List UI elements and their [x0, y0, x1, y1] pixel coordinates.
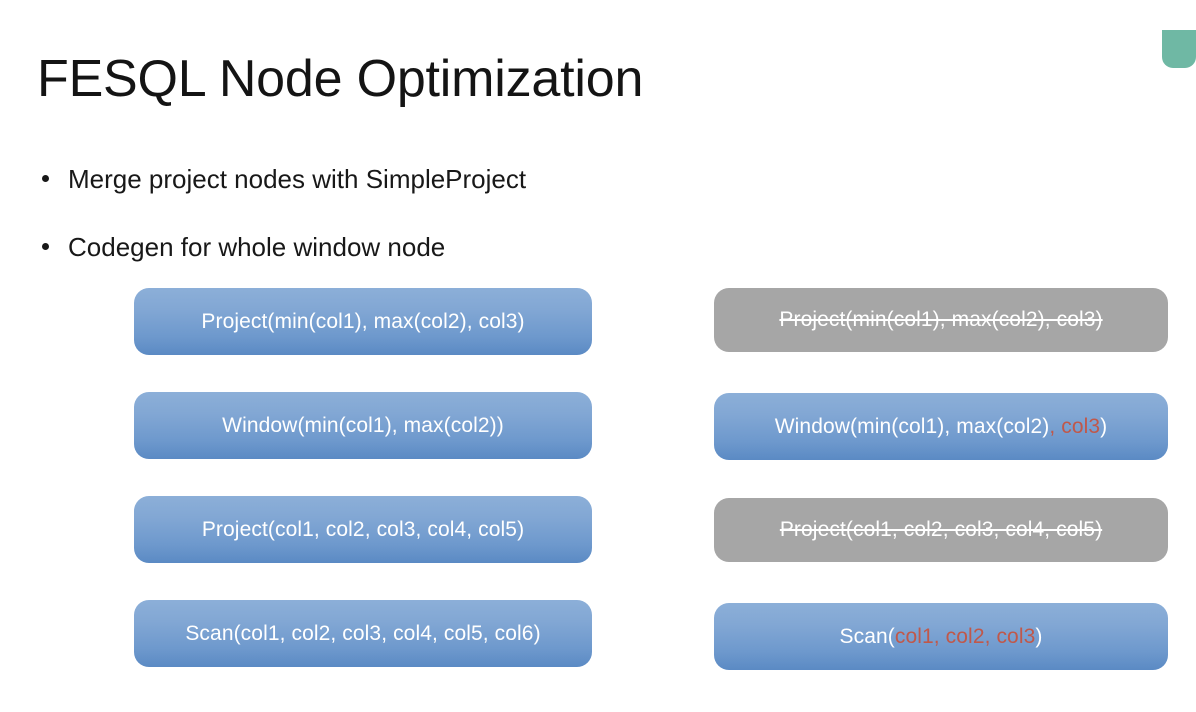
plan-node-text: ) [1100, 414, 1108, 438]
plan-column-before: Project(min(col1), max(col2), col3) Windo… [134, 288, 592, 704]
plan-node-after-project-top: Project(min(col1), max(col2), col3) [714, 288, 1168, 352]
page-title: FESQL Node Optimization [37, 50, 644, 108]
plan-node-before-scan: Scan(col1, col2, col3, col4, col5, col6) [134, 600, 592, 667]
plan-node-text: Window(min(col1), max(col2) [774, 414, 1050, 438]
plan-node-text: Window(min(col1), max(col2)) [222, 413, 504, 437]
bullet-dot-icon [42, 243, 49, 250]
plan-node-after-project-lower: Project(col1, col2, col3, col4, col5) [714, 498, 1168, 562]
plan-node-label: Project(col1, col2, col3, col4, col5) [202, 517, 524, 543]
plan-node-text: ) [1035, 624, 1043, 648]
corner-accent-shape [1162, 30, 1196, 68]
highlighted-columns: col1, col2, col3 [894, 624, 1036, 648]
bullet-item-label: Codegen for whole window node [68, 232, 446, 262]
plan-node-text: Project(col1, col2, col3, col4, col5) [201, 517, 525, 541]
plan-node-label: Project(col1, col2, col3, col4, col5) [780, 517, 1102, 543]
plan-node-label: Window(min(col1), max(col2), col3) [775, 414, 1107, 440]
plan-node-label: Window(min(col1), max(col2)) [222, 413, 504, 439]
plan-node-before-project-top: Project(min(col1), max(col2), col3) [134, 288, 592, 355]
plan-node-label: Project(min(col1), max(col2), col3) [201, 309, 524, 335]
bullet-list: Merge project nodes with SimpleProject C… [38, 162, 738, 298]
plan-node-label: Scan(col1, col2, col3, col4, col5, col6) [185, 621, 540, 647]
plan-node-label: Scan(col1, col2, col3) [840, 624, 1043, 650]
plan-node-text: Project(col1, col2, col3, col4, col5) [779, 518, 1103, 541]
plan-node-before-project-lower: Project(col1, col2, col3, col4, col5) [134, 496, 592, 563]
bullet-item-2: Codegen for whole window node [38, 230, 738, 264]
bullet-dot-icon [42, 175, 49, 182]
plan-node-text: Project(min(col1), max(col2), col3) [779, 308, 1103, 331]
highlighted-columns: , col3 [1049, 414, 1101, 438]
plan-node-after-window: Window(min(col1), max(col2), col3) [714, 393, 1168, 460]
plan-column-after: Project(min(col1), max(col2), col3) Windo… [714, 288, 1168, 707]
bullet-item-label: Merge project nodes with SimpleProject [68, 164, 527, 194]
bullet-item-1: Merge project nodes with SimpleProject [38, 162, 738, 196]
plan-node-text: Scan(col1, col2, col3, col4, col5, col6) [185, 621, 541, 645]
plan-node-text: Scan( [839, 624, 895, 648]
plan-node-before-window: Window(min(col1), max(col2)) [134, 392, 592, 459]
plan-node-text: Project(min(col1), max(col2), col3) [201, 309, 525, 333]
plan-node-label: Project(min(col1), max(col2), col3) [779, 307, 1102, 333]
plan-node-after-scan: Scan(col1, col2, col3) [714, 603, 1168, 670]
